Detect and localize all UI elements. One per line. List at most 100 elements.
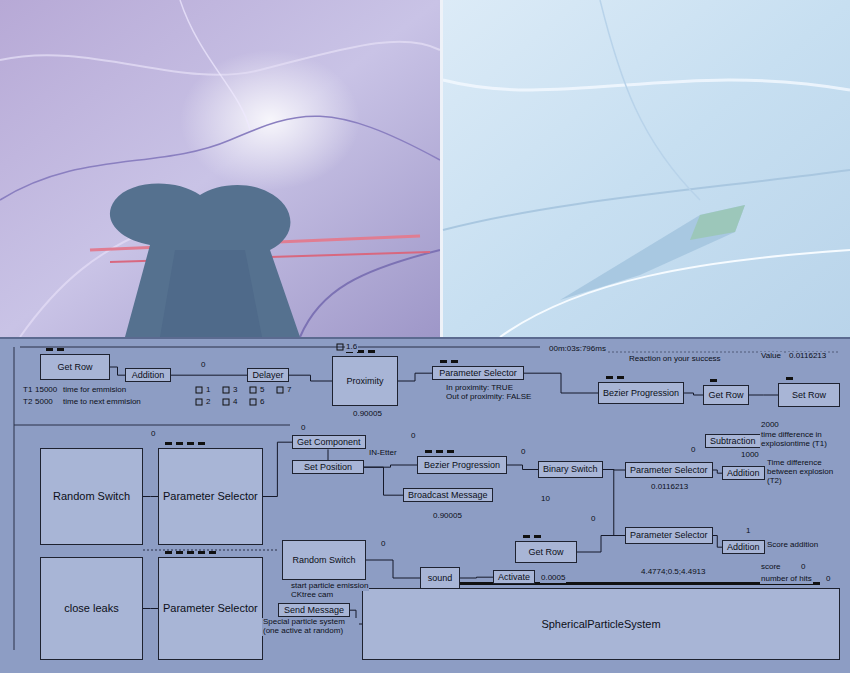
wire bbox=[14, 425, 290, 426]
parameter-label: 0.0116213 bbox=[650, 483, 689, 492]
parameter-label: 1.6 bbox=[345, 343, 358, 352]
parameter-label: 1 bbox=[745, 527, 751, 536]
block-name: Parameter Selector bbox=[163, 490, 258, 503]
port-markers bbox=[46, 348, 820, 585]
vessel-wall bbox=[443, 80, 850, 90]
parameter-label: 4.4774;0.5;4.4913 bbox=[640, 568, 707, 577]
building-block: Binary Switch bbox=[538, 461, 603, 478]
port-marker bbox=[436, 450, 443, 453]
port-marker bbox=[710, 379, 717, 382]
parameter-label: 2000 bbox=[760, 421, 780, 430]
parameter-label: 0.0116213 bbox=[788, 352, 827, 361]
port-marker bbox=[786, 377, 793, 380]
block-name: Set Position bbox=[304, 462, 352, 472]
parameter-label: CKtree cam bbox=[290, 591, 334, 600]
wire-connector bbox=[460, 577, 493, 579]
block-name: Delayer bbox=[252, 370, 283, 380]
parameter-label: T2 bbox=[22, 398, 33, 407]
block-name: Parameter Selector bbox=[630, 530, 708, 540]
building-block: Send Message bbox=[278, 603, 350, 617]
building-block: Parameter Selector bbox=[158, 448, 263, 545]
port-marker bbox=[57, 348, 64, 351]
building-block: Parameter Selector bbox=[432, 366, 524, 380]
wire bbox=[20, 347, 540, 348]
parameter-label: 6 bbox=[259, 398, 265, 407]
building-block: Get Row bbox=[515, 541, 577, 563]
vessel-wall bbox=[443, 170, 850, 230]
port-marker bbox=[447, 450, 454, 453]
block-name: Activate bbox=[498, 572, 530, 582]
parameter-label: 0 bbox=[800, 563, 806, 572]
checkbox bbox=[223, 399, 229, 405]
building-block: close leaks bbox=[40, 557, 143, 660]
checkbox bbox=[337, 344, 343, 350]
block-name: Parameter Selector bbox=[163, 602, 258, 615]
block-name: Addition bbox=[727, 542, 760, 552]
parameter-label: 7 bbox=[286, 386, 292, 395]
block-name: Random Switch bbox=[53, 490, 130, 503]
parameter-label: Score addition bbox=[766, 541, 844, 550]
port-marker bbox=[440, 360, 447, 363]
block-name: Bezier Progression bbox=[603, 388, 679, 398]
port-marker bbox=[176, 442, 183, 445]
parameter-label: 10 bbox=[540, 495, 551, 504]
wire-connector bbox=[603, 469, 625, 471]
block-name: Subtraction bbox=[710, 436, 756, 446]
building-block: Random Switch bbox=[40, 448, 143, 545]
vehicle-silhouette bbox=[560, 205, 745, 300]
checkbox bbox=[223, 387, 229, 393]
building-block: Activate bbox=[493, 570, 535, 584]
vessel-view-right bbox=[443, 0, 850, 337]
parameter-label: Value bbox=[760, 352, 782, 361]
block-name: Proximity bbox=[346, 376, 383, 386]
block-name: SphericalParticleSystem bbox=[541, 618, 660, 631]
building-block: Addition bbox=[722, 540, 765, 554]
panel-divider bbox=[0, 337, 850, 339]
parameter-label: In proximity: TRUE bbox=[445, 384, 514, 393]
checkbox bbox=[196, 399, 202, 405]
block-name: Send Message bbox=[284, 605, 344, 615]
wire-connector bbox=[364, 467, 403, 495]
parameter-label: 0 bbox=[520, 448, 526, 457]
block-name: close leaks bbox=[64, 602, 118, 615]
parameter-label: 0 bbox=[150, 430, 156, 439]
wire-connector bbox=[143, 608, 158, 609]
building-block: Get Row bbox=[40, 354, 110, 380]
building-block: SphericalParticleSystem bbox=[362, 588, 840, 660]
vehicle-tail bbox=[690, 205, 745, 240]
wire-connector bbox=[603, 470, 625, 536]
building-block: Bezier Progression bbox=[417, 456, 507, 474]
block-name: Bezier Progression bbox=[424, 460, 500, 470]
parameter-label: 0 bbox=[590, 515, 596, 524]
parameter-label: 0.90005 bbox=[352, 410, 383, 419]
wire-connector bbox=[524, 373, 598, 393]
vessel-view-left bbox=[0, 0, 440, 337]
parameter-label: T1 bbox=[22, 386, 33, 395]
building-block: sound bbox=[420, 567, 460, 589]
building-block: Addition bbox=[722, 466, 765, 480]
vessel-wall bbox=[180, 0, 250, 130]
block-name: Parameter Selector bbox=[630, 465, 708, 475]
building-block: Parameter Selector bbox=[625, 527, 713, 544]
wire-connector bbox=[289, 375, 332, 381]
port-marker bbox=[534, 535, 541, 538]
block-name: sound bbox=[428, 573, 453, 583]
parameter-label: 0 bbox=[300, 424, 306, 433]
parameter-label: number of hits bbox=[760, 575, 813, 584]
parameter-label: 5 bbox=[259, 386, 265, 395]
block-name: Get Row bbox=[708, 390, 743, 400]
wire-connector bbox=[398, 373, 432, 381]
wire-connector bbox=[328, 449, 329, 460]
parameter-label: IN-Etter bbox=[368, 449, 398, 458]
port-marker bbox=[165, 442, 172, 445]
parameter-label: Reaction on your success bbox=[628, 355, 722, 364]
light-glow bbox=[180, 50, 360, 190]
block-name: Binary Switch bbox=[543, 464, 598, 474]
parameter-label: 00m:03s:796ms bbox=[548, 345, 607, 354]
parameter-label: time to next emmision bbox=[62, 398, 142, 407]
checkbox bbox=[250, 399, 256, 405]
building-block: Delayer bbox=[247, 368, 289, 382]
building-block: Addition bbox=[125, 368, 171, 382]
vessel-wall bbox=[600, 0, 700, 200]
schematic-ground bbox=[0, 337, 850, 673]
